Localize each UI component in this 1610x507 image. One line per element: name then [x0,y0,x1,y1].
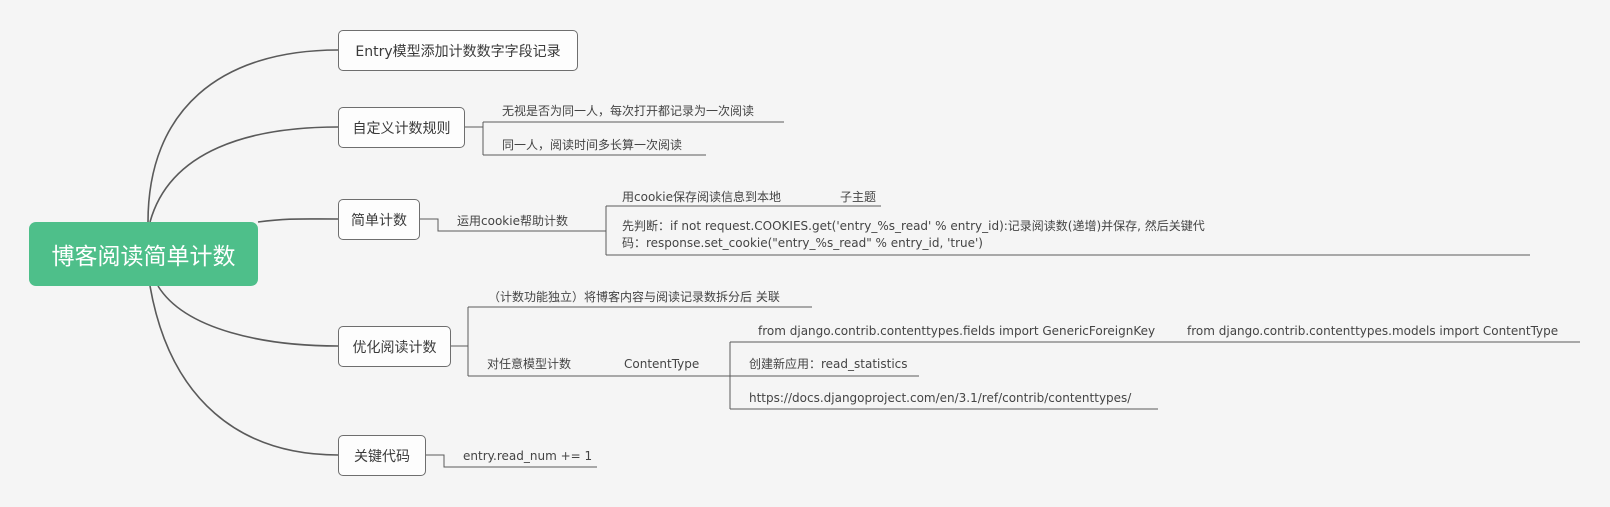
ct-import-fields[interactable]: from django.contrib.contenttypes.fields … [758,324,1156,338]
cookie-help[interactable]: 运用cookie帮助计数 [457,214,568,228]
cookie-subtopic[interactable]: 子主题 [840,190,877,204]
cookie-judge-code[interactable]: 先判断：if not request.COOKIES.get('entry_%s… [622,218,1282,252]
connector-contenttype [729,341,1580,410]
connector-root-simple [257,218,339,223]
node-entry-model[interactable]: Entry模型添加计数数字字段记录 [338,30,578,71]
connector-root-entry [147,49,339,223]
node-key-code-label: 关键代码 [354,448,410,465]
ct-import-models[interactable]: from django.contrib.contenttypes.models … [1187,324,1559,338]
optimize-independent[interactable]: （计数功能独立）将博客内容与阅读记录数拆分后 关联 [488,290,780,304]
connector-keycode [426,454,597,468]
node-custom-rules-label: 自定义计数规则 [352,120,451,137]
node-entry-model-label: Entry模型添加计数数字字段记录 [355,43,561,60]
connector-root-optimize [157,285,339,347]
node-simple-count-label: 简单计数 [351,212,407,229]
node-simple-count[interactable]: 简单计数 [338,199,420,240]
cookie-judge-line-1: 先判断：if not request.COOKIES.get('entry_%s… [622,219,1205,233]
connector-simple-cookie [420,218,606,232]
cookie-judge-line-2: 码：response.set_cookie("entry_%s_read" % … [622,236,983,250]
root-label: 博客阅读简单计数 [51,244,236,270]
connector-optimize [451,306,812,377]
ct-docs-url[interactable]: https://docs.djangoproject.com/en/3.1/re… [749,391,1132,405]
optimize-any-model[interactable]: 对任意模型计数 [487,357,572,371]
connector-root-custom [149,126,339,223]
node-optimize-label: 优化阅读计数 [352,339,437,356]
ct-new-app[interactable]: 创建新应用：read_statistics [749,357,908,371]
cookie-save-local[interactable]: 用cookie保存阅读信息到本地 [622,190,781,204]
node-key-code[interactable]: 关键代码 [338,435,426,476]
custom-rule-1[interactable]: 无视是否为同一人，每次打开都记录为一次阅读 [502,104,755,118]
root-node[interactable]: 博客阅读简单计数 [29,222,258,286]
optimize-contenttype[interactable]: ContentType [624,357,700,371]
connector-root-keycode [149,285,339,456]
custom-rule-2[interactable]: 同一人，阅读时间多长算一次阅读 [502,138,683,152]
connector-custom [465,121,784,156]
node-custom-rules[interactable]: 自定义计数规则 [338,107,465,148]
node-optimize[interactable]: 优化阅读计数 [338,326,451,367]
connector-cookie-children [605,205,1530,256]
key-code-snippet[interactable]: entry.read_num += 1 [463,449,593,463]
